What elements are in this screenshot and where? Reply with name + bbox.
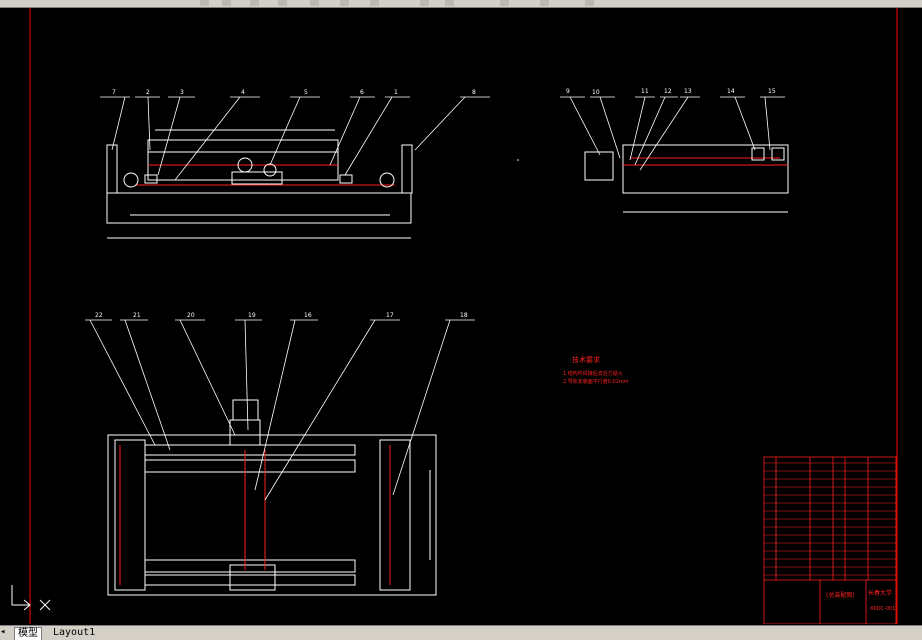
- callout-number: 1: [394, 89, 398, 96]
- callout-number: 8: [472, 89, 476, 96]
- tab-model[interactable]: 模型: [14, 627, 42, 640]
- plan-view: [107, 399, 437, 596]
- front-leaders: [100, 96, 490, 181]
- callout-number: 20: [187, 312, 195, 319]
- toolbar-button[interactable]: [445, 0, 454, 6]
- callout-number: 14: [727, 88, 735, 95]
- callout-number: 21: [133, 312, 141, 319]
- drawing-code: XKDC-001: [870, 606, 895, 612]
- callout-number: 10: [592, 89, 600, 96]
- tab-nav-arrow-icon[interactable]: ◂: [0, 627, 6, 637]
- callout-number: 2: [146, 89, 150, 96]
- layout-tabs: ◂ 模型 Layout1: [0, 625, 922, 640]
- tab-layout1[interactable]: Layout1: [53, 627, 96, 638]
- toolbar-button[interactable]: [250, 0, 259, 6]
- side-view: [584, 144, 789, 213]
- school-name: 长春大学: [868, 589, 892, 597]
- toolbar: [0, 0, 922, 8]
- title-block: [763, 456, 897, 624]
- callout-number: 5: [304, 89, 308, 96]
- crosshair-icon: [39, 599, 51, 611]
- toolbar-button[interactable]: [310, 0, 319, 6]
- toolbar-button[interactable]: [500, 0, 509, 6]
- tech-notes-title: 技术要求: [572, 355, 600, 364]
- callout-number: 18: [460, 312, 468, 319]
- callout-number: 9: [566, 88, 570, 95]
- toolbar-button[interactable]: [200, 0, 209, 6]
- callout-number: 3: [180, 89, 184, 96]
- callout-number: 12: [664, 88, 672, 95]
- stray-point: [517, 159, 519, 161]
- toolbar-button[interactable]: [222, 0, 231, 6]
- callout-number: 16: [304, 312, 312, 319]
- drawing-frame: [29, 8, 898, 624]
- toolbar-button[interactable]: [278, 0, 287, 6]
- toolbar-button[interactable]: [585, 0, 594, 6]
- tech-note-line: 2.导轨安装面平行度0.02mm: [563, 378, 629, 385]
- parts-list-rows: [764, 462, 896, 576]
- tech-notes: 技术要求 1.结构件焊接后去应力退火 2.导轨安装面平行度0.02mm: [563, 355, 629, 385]
- callout-number: 4: [241, 89, 245, 96]
- tech-note-line: 1.结构件焊接后去应力退火: [563, 370, 623, 377]
- toolbar-button[interactable]: [540, 0, 549, 6]
- callout-number: 19: [248, 312, 256, 319]
- callout-number: 22: [95, 312, 103, 319]
- callout-number: 6: [360, 89, 364, 96]
- plan-leaders: [85, 319, 475, 501]
- callout-number: 7: [112, 89, 116, 96]
- callout-number: 11: [641, 88, 649, 95]
- front-view: [106, 129, 413, 239]
- drawing-name: (总装配图): [826, 591, 855, 599]
- toolbar-button[interactable]: [370, 0, 379, 6]
- side-leaders: [560, 96, 785, 171]
- callout-number: 15: [768, 88, 776, 95]
- toolbar-button[interactable]: [340, 0, 349, 6]
- toolbar-button[interactable]: [420, 0, 429, 6]
- callout-number: 13: [684, 88, 692, 95]
- callout-number: 17: [386, 312, 394, 319]
- ucs-axis-icon: [11, 585, 31, 611]
- title-block-text: (总装配图) 长春大学 XKDC-001: [826, 589, 895, 612]
